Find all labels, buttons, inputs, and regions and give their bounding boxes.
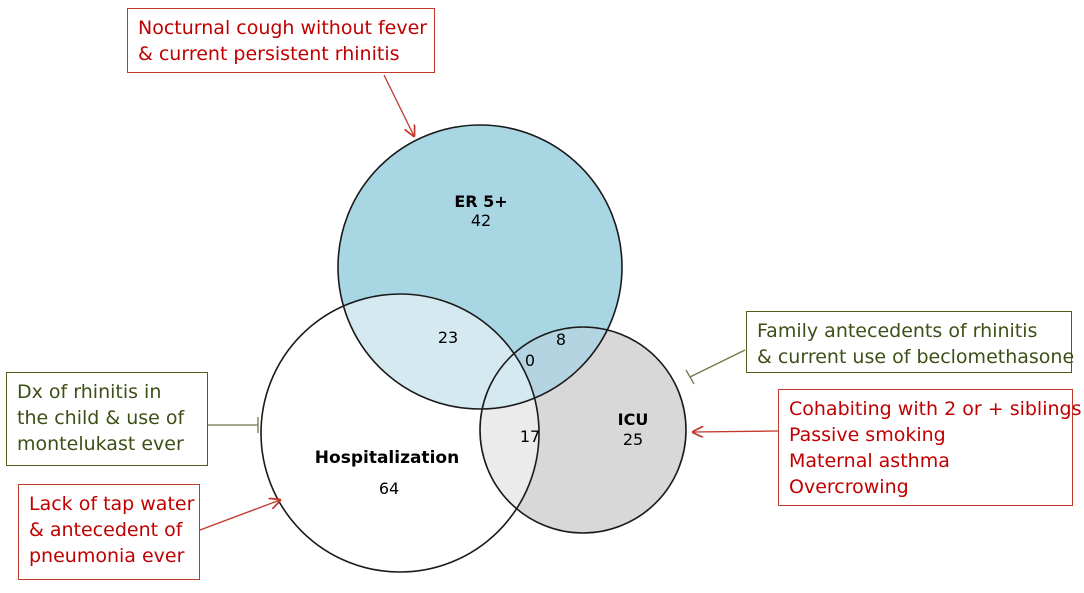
count-er5-hospitalization: 23 [438, 328, 458, 347]
annotation-line: Maternal asthma [789, 450, 950, 472]
set-label-hospitalization: Hospitalization [315, 448, 459, 468]
region-er5-icu [480, 327, 622, 409]
annotation-line: Lack of tap water [29, 493, 195, 515]
region-er5-hospitalization [338, 294, 539, 409]
outline-er5 [337, 124, 623, 410]
annotation-dx-rhinitis: Dx of rhinitis in the child & use of mon… [6, 372, 208, 466]
annotation-line: Family antecedents of rhinitis [757, 320, 1038, 342]
annotation-line: & current use of beclomethasone [757, 346, 1075, 368]
annotation-line: Nocturnal cough without fever [138, 17, 428, 39]
annotation-line: Overcrowing [789, 476, 909, 498]
pointer-arrow-cohabiting [693, 431, 779, 432]
set-count-er5: 42 [471, 211, 491, 230]
annotation-tap-water: Lack of tap water & antecedent of pneumo… [18, 484, 200, 580]
pointer-arrow-nocturnal [383, 74, 414, 136]
annotation-nocturnal-cough: Nocturnal cough without fever & current … [127, 8, 435, 73]
count-hospitalization-icu: 17 [520, 427, 540, 446]
annotation-line: Cohabiting with 2 or + siblings [789, 398, 1082, 420]
pointer-arrow-tap-water [199, 500, 280, 531]
outline-icu [479, 326, 687, 534]
count-all-three: 0 [525, 351, 535, 370]
count-er5-icu: 8 [556, 330, 566, 349]
pointer-bar-family [689, 349, 746, 378]
outline-hospitalization [260, 293, 540, 573]
annotation-line: & current persistent rhinitis [138, 43, 400, 65]
set-count-hospitalization: 64 [379, 479, 399, 498]
annotation-line: the child & use of [17, 407, 185, 429]
pointer-bar-family-end [685, 369, 695, 385]
set-label-er5: ER 5+ [454, 192, 507, 211]
annotation-line: & antecedent of [29, 519, 183, 541]
annotation-line: pneumonia ever [29, 545, 185, 567]
annotation-line: Passive smoking [789, 424, 946, 446]
set-label-icu: ICU [618, 410, 649, 429]
annotation-cohabiting: Cohabiting with 2 or + siblings Passive … [778, 389, 1082, 506]
annotation-family-antecedents: Family antecedents of rhinitis & current… [746, 311, 1075, 373]
annotation-line: montelukast ever [17, 433, 184, 455]
annotation-line: Dx of rhinitis in [17, 381, 162, 403]
set-count-icu: 25 [623, 430, 643, 449]
